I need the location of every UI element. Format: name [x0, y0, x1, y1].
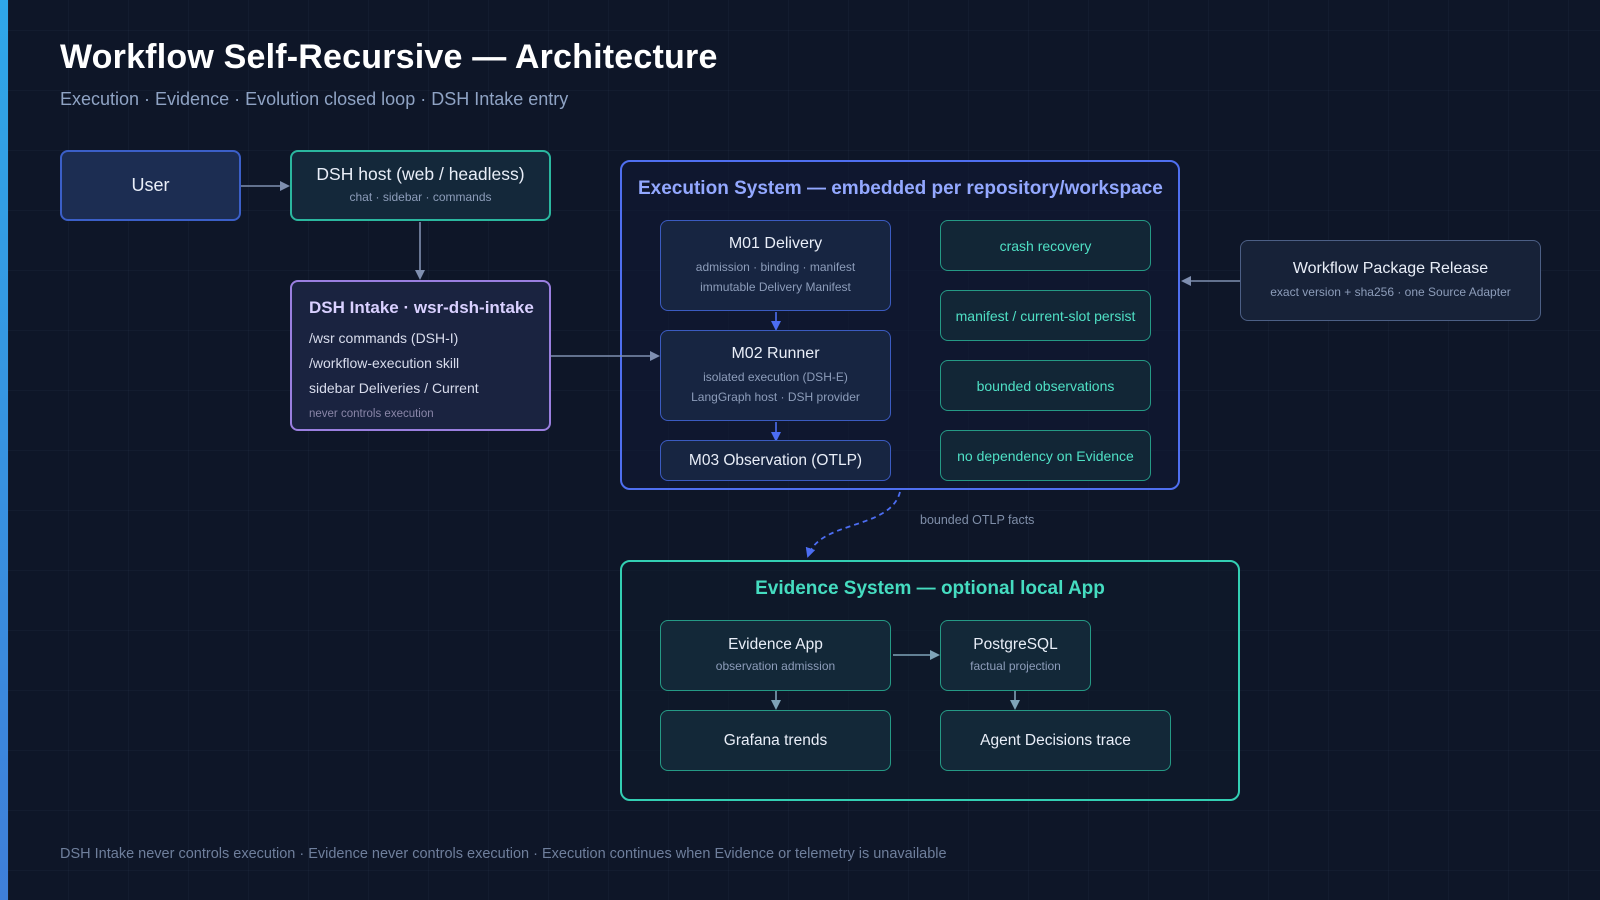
- page-title: Workflow Self-Recursive — Architecture: [60, 38, 718, 76]
- user-node: User: [60, 150, 241, 221]
- dsh-host-label: DSH host (web / headless): [316, 164, 525, 184]
- m02-label: M02 Runner: [731, 344, 820, 362]
- m01-label: M01 Delivery: [728, 234, 823, 252]
- dsh-intake-line: /wsr commands (DSH-I): [309, 330, 459, 346]
- property-label: no dependency on Evidence: [957, 447, 1134, 464]
- grafana-label: Grafana trends: [723, 731, 828, 749]
- dsh-host-node: DSH host (web / headless) chat · sidebar…: [290, 150, 551, 221]
- property-crash-recovery: crash recovery: [940, 220, 1151, 271]
- dsh-intake-line: sidebar Deliveries / Current: [309, 380, 479, 396]
- postgresql-label: PostgreSQL: [973, 635, 1058, 653]
- release-label: Workflow Package Release: [1292, 259, 1489, 277]
- otlp-edge-label: bounded OTLP facts: [920, 513, 1035, 527]
- page-subtitle: Execution · Evidence · Evolution closed …: [60, 89, 569, 109]
- m02-runner-node: M02 Runner isolated execution (DSH-E) La…: [660, 330, 891, 421]
- agent-decisions-label: Agent Decisions trace: [980, 731, 1131, 749]
- execution-system-title: Execution System — embedded per reposito…: [638, 178, 1163, 199]
- property-bounded-observations: bounded observations: [940, 360, 1151, 411]
- postgresql-sub: factual projection: [970, 658, 1061, 673]
- property-no-evidence-dependency: no dependency on Evidence: [940, 430, 1151, 481]
- user-label: User: [131, 175, 170, 195]
- property-label: bounded observations: [976, 377, 1115, 394]
- evidence-system-title: Evidence System — optional local App: [755, 578, 1105, 599]
- grafana-trends-node: Grafana trends: [660, 710, 891, 771]
- evidence-app-sub: observation admission: [715, 658, 836, 673]
- agent-decisions-node: Agent Decisions trace: [940, 710, 1171, 771]
- m02-sub: isolated execution (DSH-E): [703, 369, 848, 384]
- dsh-intake-title: DSH Intake · wsr-dsh-intake: [309, 298, 534, 317]
- postgresql-node: PostgreSQL factual projection: [940, 620, 1091, 691]
- dsh-intake-line: /workflow-execution skill: [309, 355, 460, 371]
- evidence-app-node: Evidence App observation admission: [660, 620, 891, 691]
- m01-delivery-node: M01 Delivery admission · binding · manif…: [660, 220, 891, 311]
- dsh-host-sub: chat · sidebar · commands: [349, 190, 492, 204]
- evidence-app-label: Evidence App: [728, 635, 823, 653]
- release-sub: exact version + sha256 · one Source Adap…: [1270, 284, 1511, 299]
- property-label: manifest / current-slot persist: [955, 307, 1136, 324]
- m01-sub: admission · binding · manifest: [695, 259, 856, 274]
- m03-observation-node: M03 Observation (OTLP): [660, 440, 891, 481]
- dsh-intake-note: never controls execution: [309, 408, 434, 420]
- m01-sub: immutable Delivery Manifest: [700, 279, 851, 294]
- m03-label: M03 Observation (OTLP): [688, 451, 863, 469]
- dsh-intake-node: DSH Intake · wsr-dsh-intake /wsr command…: [290, 280, 551, 431]
- footer-note: DSH Intake never controls execution · Ev…: [60, 846, 947, 862]
- workflow-package-release-node: Workflow Package Release exact version +…: [1240, 240, 1541, 321]
- m02-sub: LangGraph host · DSH provider: [691, 389, 860, 404]
- property-manifest-persist: manifest / current-slot persist: [940, 290, 1151, 341]
- property-label: crash recovery: [999, 237, 1092, 254]
- left-accent-bar: [0, 0, 8, 900]
